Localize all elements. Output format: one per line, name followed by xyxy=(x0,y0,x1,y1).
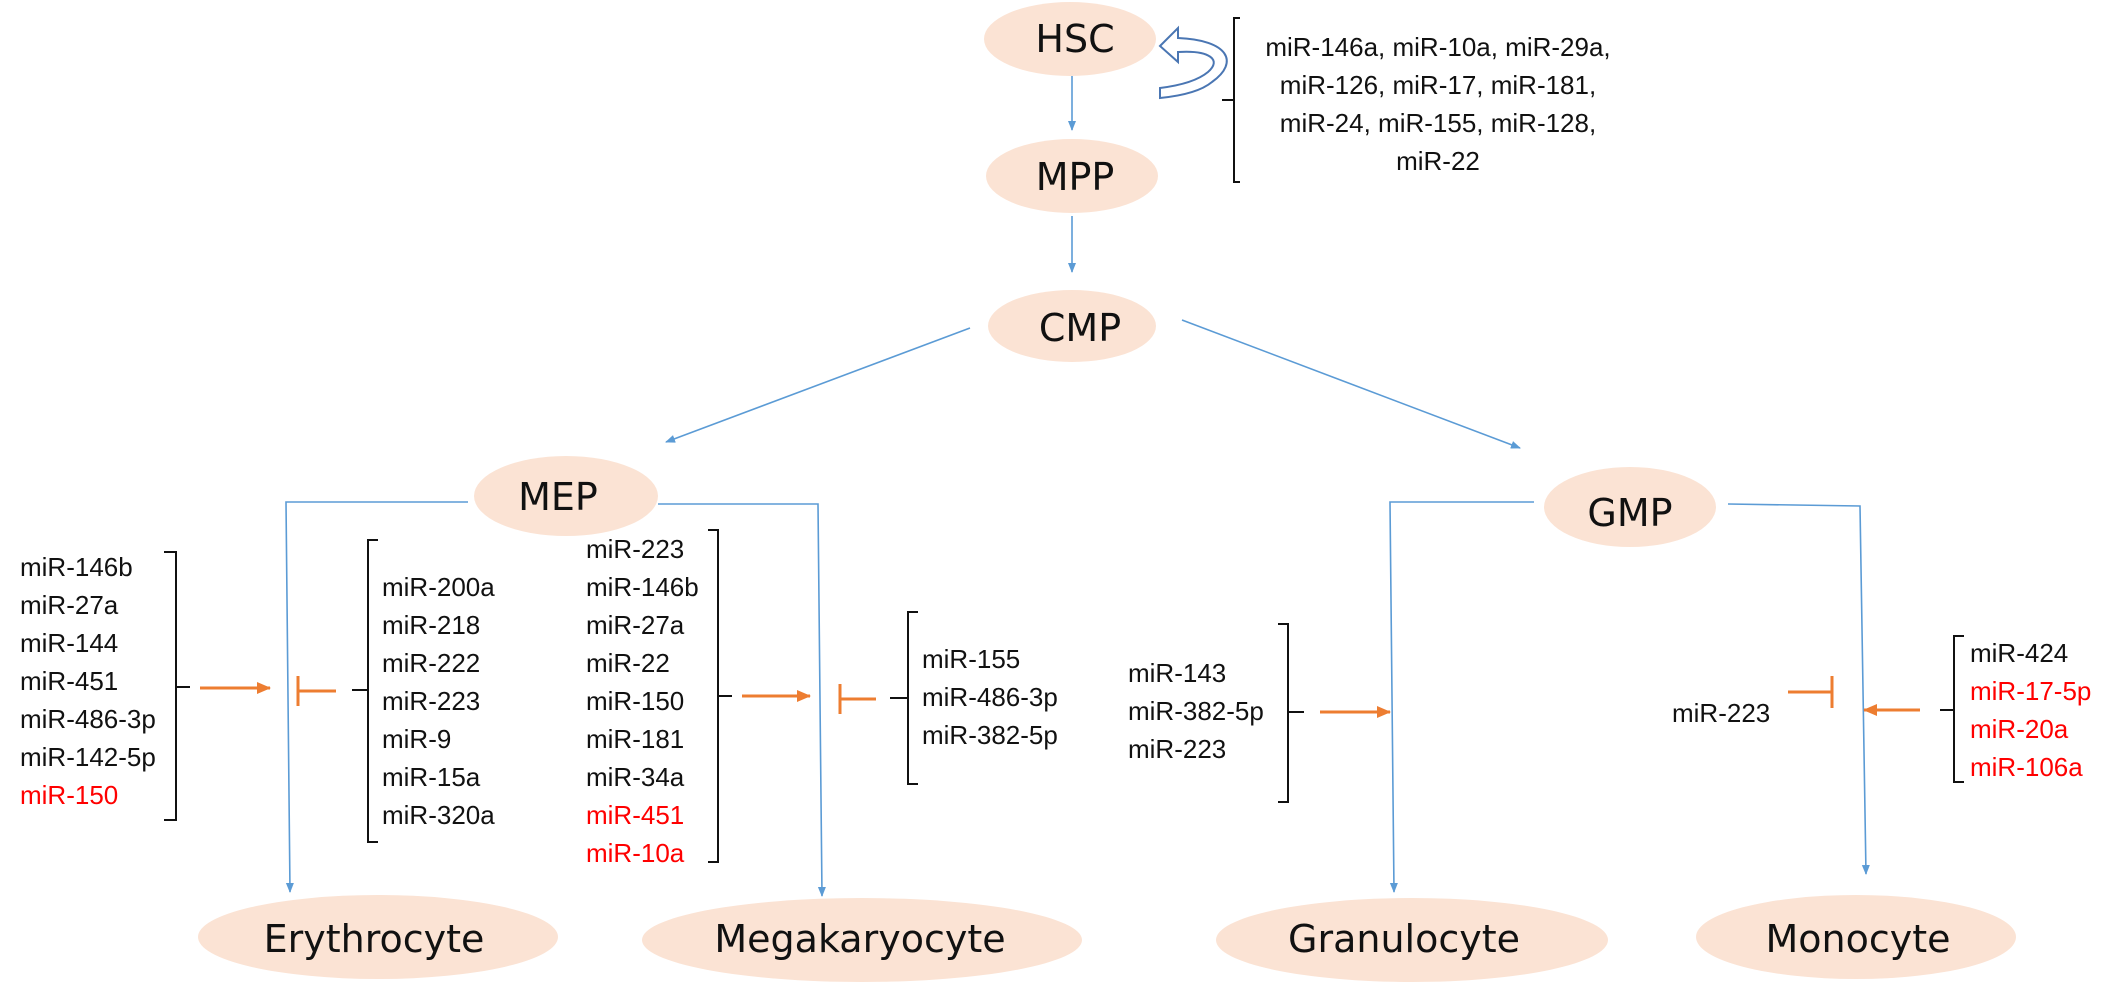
node-mpp-label: MPP xyxy=(1036,155,1115,199)
node-granulocyte-label: Granulocyte xyxy=(1288,917,1520,961)
mono-inhibit-item: miR-223 xyxy=(1672,698,1770,728)
node-monocyte-label: Monocyte xyxy=(1765,917,1950,961)
ery-promote-bracket xyxy=(164,551,190,821)
mega-inhibit-item: miR-155 xyxy=(922,644,1020,674)
mega-promote-item: miR-27a xyxy=(586,610,685,640)
node-granulocyte: Granulocyte xyxy=(1216,898,1608,982)
node-megakaryocyte: Megakaryocyte xyxy=(642,898,1082,982)
node-mep: MEP xyxy=(474,456,658,536)
ery-promote-item: miR-142-5p xyxy=(20,742,156,772)
arrow-gmp-granulocyte xyxy=(1389,501,1534,893)
node-mpp: MPP xyxy=(986,139,1158,213)
mega-promote-item: miR-22 xyxy=(586,648,670,678)
ery-inhibit-item: miR-320a xyxy=(382,800,495,830)
mega-promote-item: miR-146b xyxy=(586,572,699,602)
mono-promote-item: miR-17-5p xyxy=(1970,676,2091,706)
node-cmp: CMP xyxy=(988,290,1156,362)
node-hsc: HSC xyxy=(984,2,1156,76)
mega-inhibit-bracket xyxy=(890,611,918,785)
hsc-bracket xyxy=(1222,17,1240,183)
mega-promote-item: miR-223 xyxy=(586,534,684,564)
arrow-mep-erythrocyte xyxy=(285,501,468,893)
ery-promote-item: miR-150 xyxy=(20,780,118,810)
arrow-gmp-monocyte xyxy=(1727,503,1870,875)
mono-inhibit-bar xyxy=(1788,676,1834,708)
mega-promote-bracket xyxy=(708,529,732,863)
mono-promote-item: miR-106a xyxy=(1970,752,2083,782)
node-mep-label: MEP xyxy=(518,475,598,519)
self-renewal-arrow-icon xyxy=(1158,25,1228,100)
node-monocyte: Monocyte xyxy=(1696,895,2016,979)
ery-inhibit-item: miR-223 xyxy=(382,686,480,716)
ery-promote-item: miR-146b xyxy=(20,552,133,582)
mono-promote-bracket xyxy=(1940,635,1964,783)
node-hsc-label: HSC xyxy=(1035,17,1114,61)
mega-inhibit-bar xyxy=(838,684,876,714)
gran-promote-bracket xyxy=(1278,623,1304,803)
node-megakaryocyte-label: Megakaryocyte xyxy=(714,917,1005,961)
ery-promote-item: miR-486-3p xyxy=(20,704,156,734)
hsc-mirs-item: miR-22 xyxy=(1396,146,1480,176)
ery-inhibit-item: miR-222 xyxy=(382,648,480,678)
mega-promote-item: miR-34a xyxy=(586,762,685,792)
mega-inhibit-item: miR-382-5p xyxy=(922,720,1058,750)
ery-inhibit-item: miR-9 xyxy=(382,724,451,754)
mono-promote-item: miR-20a xyxy=(1970,714,2069,744)
hsc-mirs-item: miR-24, miR-155, miR-128, xyxy=(1280,108,1596,138)
node-erythrocyte-label: Erythrocyte xyxy=(264,917,485,961)
node-gmp-label: GMP xyxy=(1587,491,1672,535)
ery-inhibit-bracket xyxy=(352,539,378,843)
ery-inhibit-item: miR-200a xyxy=(382,572,495,602)
node-erythrocyte: Erythrocyte xyxy=(198,895,558,979)
node-cmp-label: CMP xyxy=(1039,306,1121,350)
hsc-mirs-item: miR-126, miR-17, miR-181, xyxy=(1280,70,1596,100)
hsc-mirs-item: miR-146a, miR-10a, miR-29a, xyxy=(1265,32,1610,62)
gran-promote-item: miR-143 xyxy=(1128,658,1226,688)
gran-promote-item: miR-223 xyxy=(1128,734,1226,764)
ery-promote-item: miR-27a xyxy=(20,590,119,620)
arrow-cmp-mep xyxy=(665,327,971,443)
mega-promote-item: miR-150 xyxy=(586,686,684,716)
mega-promote-item: miR-181 xyxy=(586,724,684,754)
mega-promote-item: miR-451 xyxy=(586,800,684,830)
mono-promote-item: miR-424 xyxy=(1970,638,2068,668)
ery-inhibit-item: miR-218 xyxy=(382,610,480,640)
node-gmp: GMP xyxy=(1544,467,1716,547)
ery-inhibit-bar xyxy=(296,676,336,706)
ery-inhibit-item: miR-15a xyxy=(382,762,481,792)
mirna-lists: miR-146a, miR-10a, miR-29a, miR-126, miR-… xyxy=(20,32,2091,868)
arrow-cmp-gmp xyxy=(1181,319,1521,449)
mega-promote-item: miR-10a xyxy=(586,838,685,868)
ery-promote-item: miR-451 xyxy=(20,666,118,696)
ery-promote-item: miR-144 xyxy=(20,628,118,658)
mega-inhibit-item: miR-486-3p xyxy=(922,682,1058,712)
gran-promote-item: miR-382-5p xyxy=(1128,696,1264,726)
arrow-mep-megakaryocyte xyxy=(658,503,826,897)
